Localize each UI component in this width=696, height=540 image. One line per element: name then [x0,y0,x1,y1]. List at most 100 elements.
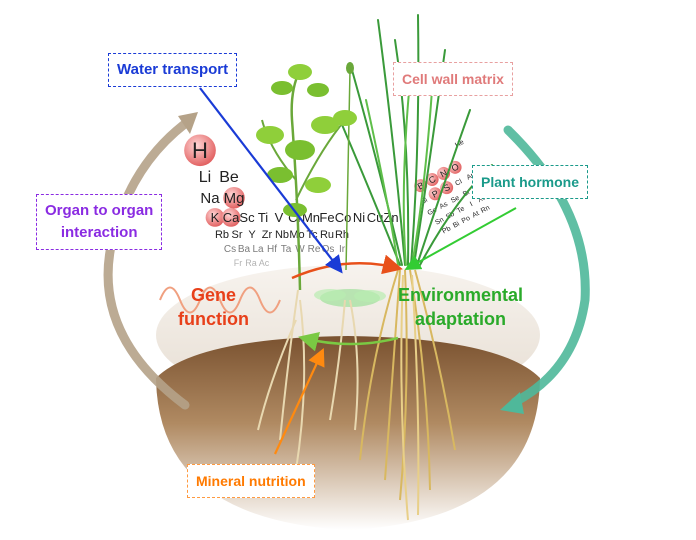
element-symbol: Ta [281,244,292,255]
element-highlight [205,208,225,227]
element-symbol: Bi [452,220,461,229]
element-cell: Mo [289,229,304,241]
rosette [314,289,386,307]
element-symbol: Sr [232,229,243,241]
element-cell: Zr [262,229,273,241]
gene-function-label: Gene function [178,283,249,331]
plant-hormone-arrow [404,207,517,270]
element-symbol: Mg [224,190,245,207]
element-symbol: Fe [319,210,334,225]
gene-wave [159,286,281,314]
leafy-plant [256,62,357,291]
element-cell: La [252,244,264,255]
element-cell: Ac [259,258,270,268]
cell-wall-matrix-label: Cell wall matrix [393,62,513,96]
element-symbol: Ge [427,207,439,218]
element-symbol: Po [461,215,472,225]
element-symbol: Zr [262,229,273,241]
element-symbol: P [430,188,440,200]
env-adaptation-line1: Environmental [398,285,524,305]
element-cell: Ir [339,244,346,255]
element-highlight [425,173,439,187]
element-cell: Mn [302,210,320,225]
organ-to-organ-label: Organ to organ interaction [36,194,163,250]
element-symbol: Fr [234,258,243,268]
upper-cycle-arrow [291,254,403,280]
element-cell: Fe [319,210,334,225]
element-cell: Nb [275,229,289,241]
gene-function-line1: Gene [190,285,236,305]
element-symbol: Rn [480,204,491,214]
element-cell: Sr [232,229,243,241]
element-cell: Cs [224,244,236,255]
element-cell: As [439,201,450,211]
element-cell: Sn [434,216,445,226]
element-symbol: Nb [275,229,289,241]
element-symbol: Mn [302,210,320,225]
element-cell: P [428,187,442,201]
element-symbol: Ru [320,229,334,241]
element-symbol: Be [219,169,239,186]
element-symbol: B [416,180,426,192]
element-cell: Re [308,244,321,255]
environmental-adaptation-label: Environmental adaptation [398,283,523,331]
element-cell: Sc [239,210,255,225]
element-symbol: Rb [215,229,229,241]
element-cell: Ar [466,172,476,182]
element-symbol: He [454,139,465,149]
element-cell: Rb [215,229,229,241]
element-cell: Ra [245,258,257,268]
element-symbol: Ti [258,210,268,225]
element-symbol: Na [200,190,220,207]
element-symbol: Ar [466,172,476,182]
element-symbol: Mo [289,229,304,241]
element-cell: Cl [454,178,464,187]
element-cell: Hf [267,244,277,255]
mineral-nutrition-label: Mineral nutrition [187,464,315,498]
element-symbol: Ir [339,244,346,255]
element-cell: Be [219,169,239,186]
element-cell: Co [335,210,352,225]
element-highlight [223,186,245,209]
element-cell: Po [461,215,472,225]
element-symbol: Ca [223,210,240,225]
element-symbol: Te [456,205,466,215]
element-symbol: Cl [454,178,464,187]
element-symbol: O [450,161,461,173]
element-highlight [184,134,216,167]
element-symbol: Rh [335,229,349,241]
element-cell: Ni [353,210,365,225]
gene-function-line2: function [178,309,249,329]
element-symbol: Y [248,229,256,241]
water-transport-label: Water transport [108,53,238,87]
element-symbol: Re [308,244,321,255]
element-cell: K [205,208,225,227]
element-cell: I [469,201,474,208]
element-symbol: Ra [245,258,257,268]
element-symbol: As [439,201,450,211]
lower-cycle-arrow [298,332,399,352]
element-cell: Se [450,195,461,205]
right-cycle-arrowhead [500,392,524,414]
organ-to-organ-line1: Organ to organ [45,202,154,219]
element-cell: Ti [258,210,268,225]
organ-to-organ-line2: interaction [60,224,138,241]
element-symbol: C [427,173,438,185]
element-symbol: Se [450,195,461,205]
element-cell: W [295,244,305,255]
element-symbol: Si [420,197,429,206]
element-cell: Ge [427,207,439,218]
element-cell: Bi [452,220,461,229]
element-highlight [221,208,241,227]
element-cell: Ru [320,229,334,241]
element-cell: Ta [281,244,292,255]
left-cycle-arrowhead [178,112,198,134]
element-symbol: S [442,182,452,194]
element-symbol: Ba [238,244,251,255]
element-symbol: Pb [441,225,452,235]
mineral-nutrition-arrow [274,348,325,455]
element-cell: Ba [238,244,251,255]
element-cell: At [471,210,480,219]
